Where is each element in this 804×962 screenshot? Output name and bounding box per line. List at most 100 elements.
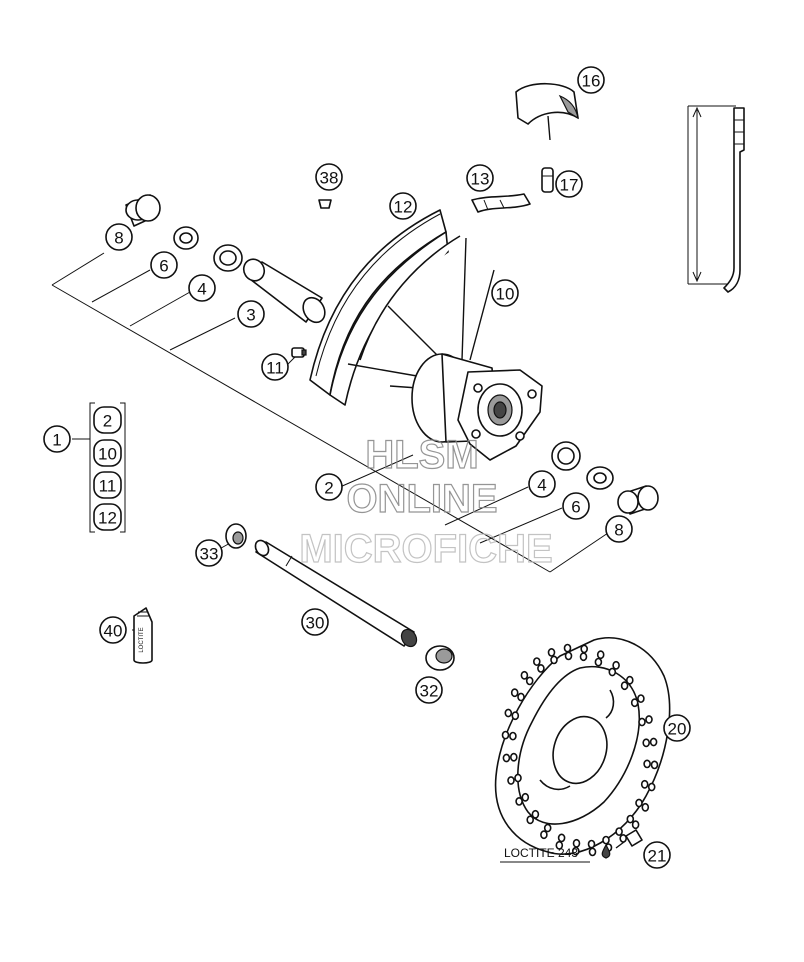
callout-label: 16 — [582, 72, 601, 91]
callout-8: 8 — [105, 223, 133, 251]
nipple-11 — [291, 347, 307, 358]
disc-hole — [502, 753, 511, 763]
disc-hole — [550, 655, 558, 665]
callout-label: 4 — [537, 476, 546, 495]
callout-label: 32 — [420, 682, 439, 701]
disc-hole — [572, 838, 581, 848]
callout-6: 6 — [562, 492, 590, 520]
callout-8: 8 — [605, 515, 633, 543]
valve-stem-detail — [723, 107, 745, 293]
disc-hole — [515, 797, 523, 806]
kit-item-11: 11 — [93, 471, 122, 499]
callout-21: 21 — [643, 841, 671, 869]
watermark-line-3: MICROFICHE — [299, 527, 552, 571]
disc-hole — [532, 657, 541, 666]
screw-38 — [318, 199, 332, 209]
callout-33: 33 — [195, 539, 223, 567]
disc-hole — [537, 664, 545, 673]
valve-17 — [541, 167, 554, 193]
disc-hole — [640, 779, 649, 789]
callout-label: 12 — [394, 198, 413, 217]
hub — [411, 353, 543, 461]
callout-30: 30 — [301, 608, 329, 636]
callout-label: 3 — [246, 306, 255, 325]
callout-3: 3 — [237, 300, 265, 328]
disc-hole — [645, 715, 653, 724]
callout-38: 38 — [315, 163, 343, 191]
disc-hole — [520, 670, 529, 680]
disc-holes — [501, 643, 659, 857]
disc-hole — [509, 752, 518, 762]
callout-label: 11 — [266, 359, 284, 378]
callout-label: 2 — [324, 479, 333, 498]
disc-hole — [637, 694, 645, 703]
disc-hole — [625, 675, 634, 685]
disc-hole — [531, 809, 540, 819]
callouts: 1234466881011121316172021303233384021011… — [43, 66, 691, 869]
disc-hole — [638, 717, 646, 727]
disc-hole — [507, 776, 515, 785]
disc-hole — [504, 708, 513, 718]
callout-4: 4 — [188, 274, 216, 302]
kit-item-2: 2 — [93, 406, 122, 434]
rim-half-2 — [359, 235, 461, 361]
spacer-33 — [225, 523, 247, 549]
disc-hole — [511, 711, 520, 721]
callout-label: 21 — [648, 847, 667, 866]
disc-hole — [580, 644, 589, 654]
seal-ring-6-right — [586, 466, 614, 490]
callout-label: 6 — [571, 498, 580, 517]
callout-label: 1 — [52, 431, 61, 450]
disc-hole — [555, 840, 564, 850]
bushing-8-right — [617, 485, 659, 515]
disc-hole — [509, 731, 517, 741]
kit-item-label: 11 — [99, 477, 117, 496]
kit-item-label: 2 — [103, 412, 112, 431]
disc-hole — [608, 667, 617, 677]
callout-label: 20 — [668, 720, 687, 739]
callout-16: 16 — [577, 66, 605, 94]
disc-hole — [643, 759, 651, 769]
callout-label: 4 — [197, 280, 206, 299]
callout-label: 38 — [320, 169, 339, 188]
disc-hole — [501, 730, 510, 740]
spacer-tube-3 — [242, 258, 326, 324]
callout-10: 10 — [491, 279, 519, 307]
disc-hole — [642, 738, 651, 748]
disc-screw-21 — [615, 829, 643, 849]
disc-hole — [521, 792, 530, 802]
kit-item-label: 10 — [98, 445, 117, 464]
callout-2: 2 — [315, 473, 343, 501]
callout-4: 4 — [528, 470, 556, 498]
callout-label: 6 — [159, 257, 168, 276]
disc-hole — [525, 676, 534, 686]
disc-hole — [557, 833, 566, 843]
disc-hole — [563, 643, 572, 653]
callout-label: 17 — [560, 176, 579, 195]
disc-hole — [564, 651, 573, 661]
seal-ring-6-left — [173, 226, 199, 250]
kit-item-label: 12 — [98, 509, 117, 528]
callout-label: 13 — [471, 170, 490, 189]
callout-20: 20 — [663, 714, 691, 742]
disc-hole — [510, 688, 519, 698]
disc-hole — [594, 657, 603, 667]
loctite-243-label: LOCTITE 243 — [504, 846, 578, 860]
callout-32: 32 — [415, 676, 443, 704]
brake-disc-20 — [494, 636, 671, 857]
disc-hole — [631, 820, 640, 830]
callout-label: 30 — [306, 614, 325, 633]
watermark-line-1: HLSM — [365, 433, 478, 477]
disc-hole — [588, 847, 597, 857]
disc-hole — [635, 798, 643, 808]
disc-hole — [514, 773, 522, 783]
callout-11: 11 — [261, 353, 289, 381]
disc-hole — [596, 650, 605, 660]
callout-label: 8 — [114, 229, 123, 248]
disc-hole — [641, 802, 650, 812]
spacer-32 — [425, 645, 455, 671]
disc-hole — [587, 839, 596, 849]
loctite-bottle-40: LOCTITE — [133, 607, 153, 664]
bearing-4-left — [213, 244, 243, 272]
watermark: HLSM ONLINE MICROFICHE — [299, 432, 554, 571]
